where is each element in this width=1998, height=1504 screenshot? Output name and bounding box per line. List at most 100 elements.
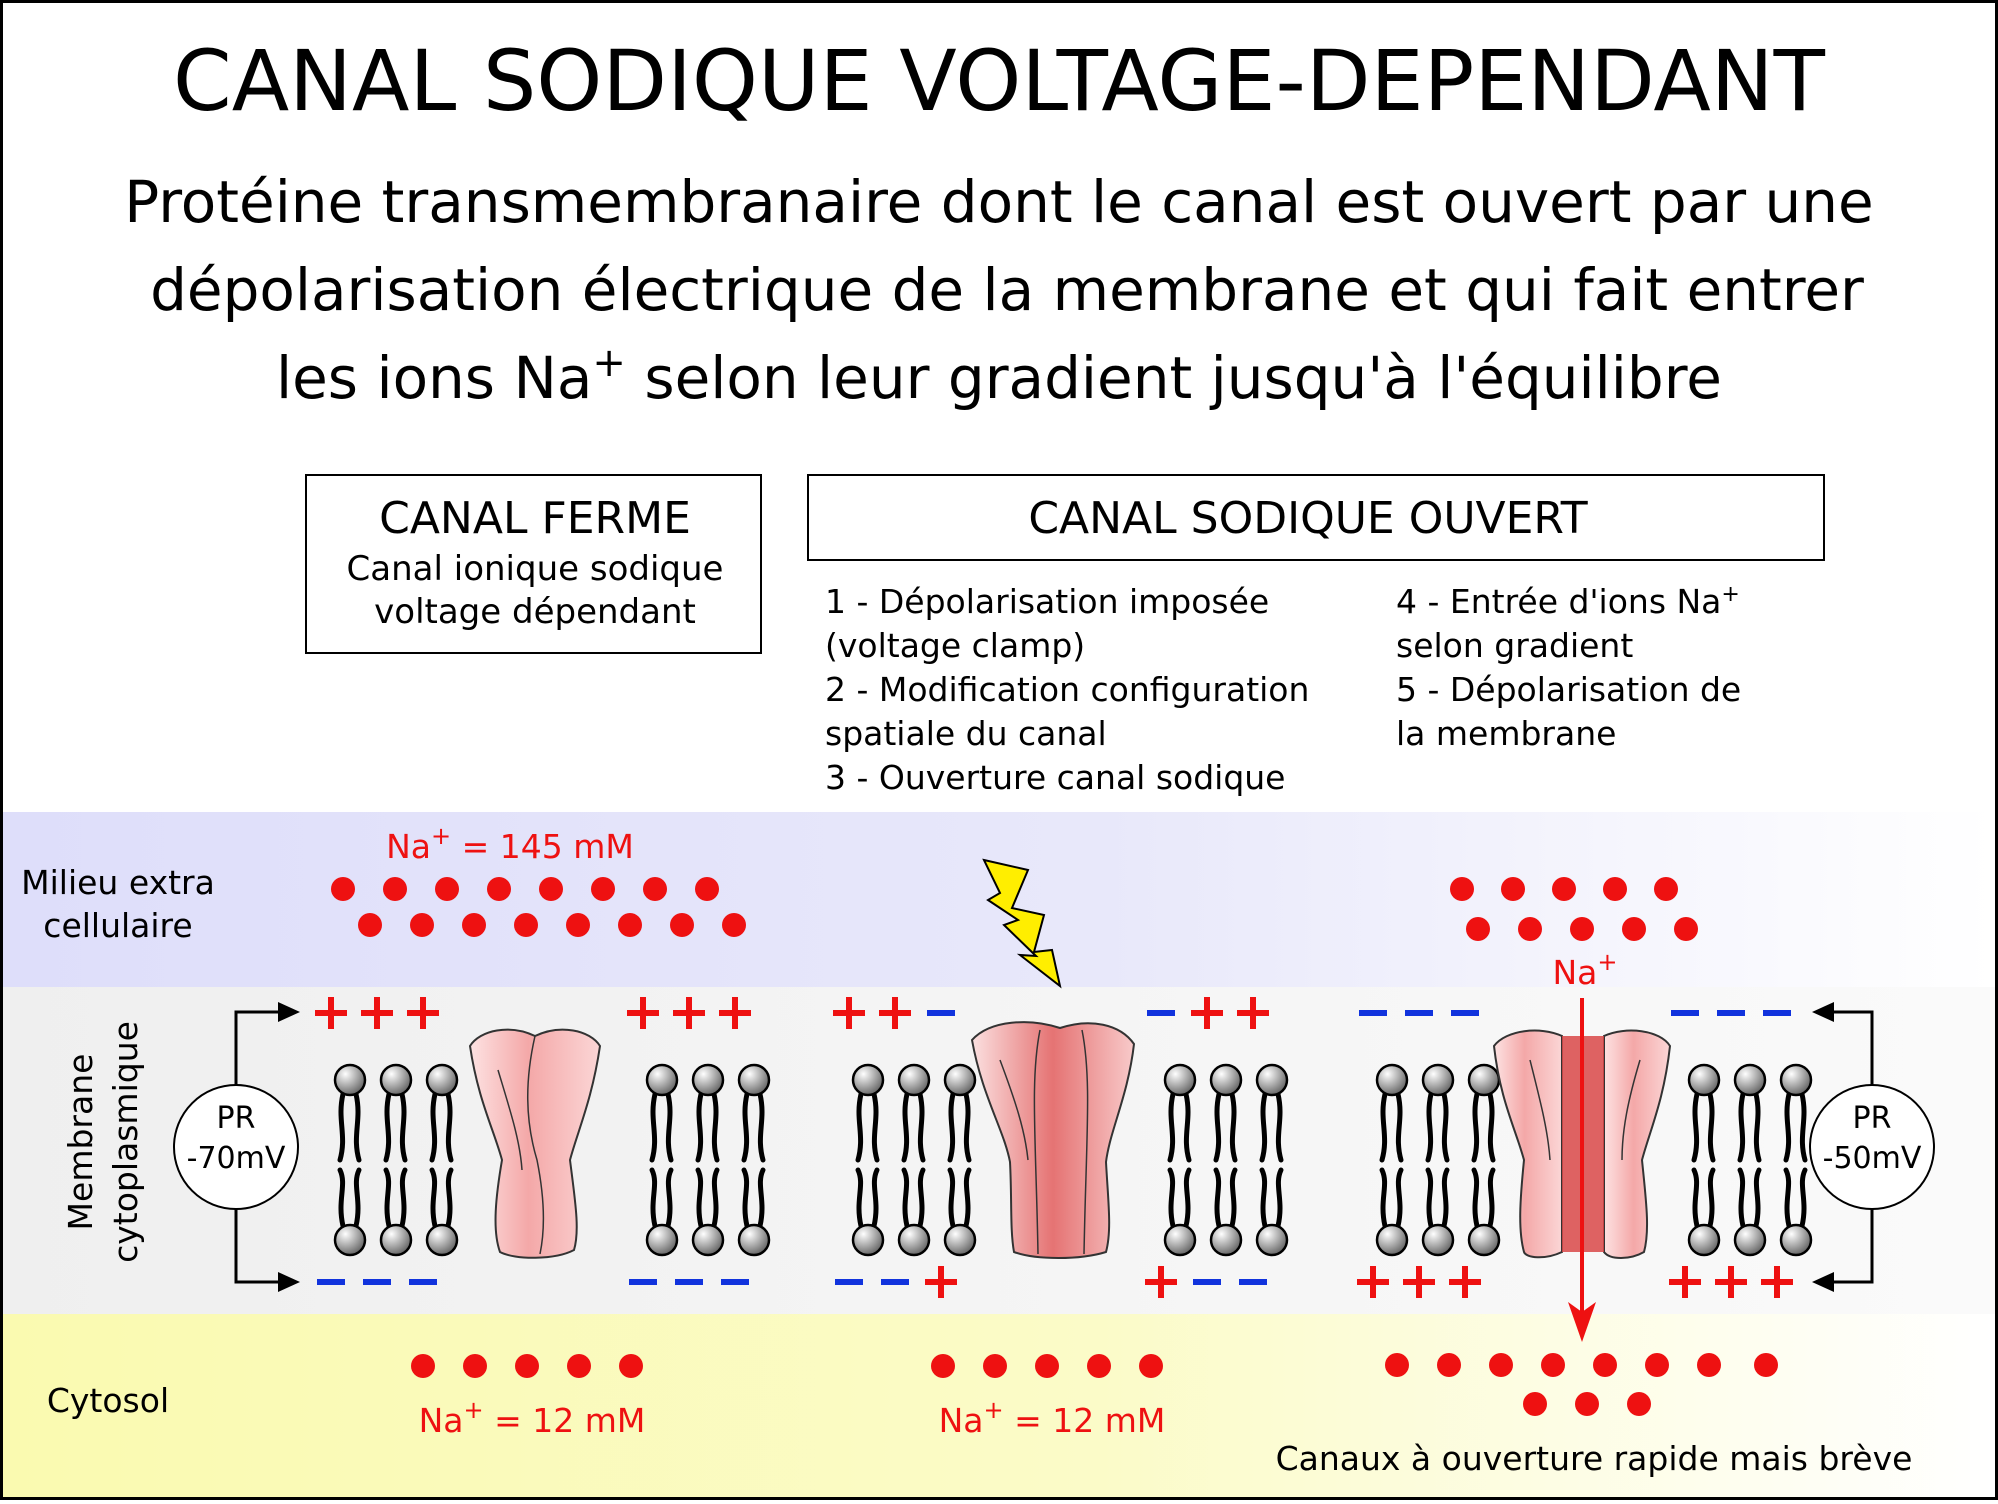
sodium-ion-dot	[1450, 877, 1474, 901]
sodium-ion-dot	[1523, 1392, 1547, 1416]
sodium-ion-dot	[670, 913, 694, 937]
ion-charge: +	[464, 1396, 484, 1424]
sodium-channel-open	[1492, 1029, 1672, 1259]
sodium-ion-dot	[1035, 1354, 1059, 1378]
sodium-ion-dot	[1139, 1354, 1163, 1378]
closed-channel-line-1: Canal ionique sodique	[347, 549, 724, 589]
positive-charge	[719, 997, 751, 1029]
ion-symbol: Na	[1552, 953, 1597, 992]
ion-charge: +	[431, 822, 451, 850]
sodium-ions	[331, 877, 1778, 1416]
cytosol-concentration-value-1: = 12 mM	[484, 1401, 646, 1440]
positive-charge	[1403, 1266, 1435, 1298]
potential-label-right: PR	[1853, 1101, 1892, 1136]
sodium-ion-dot	[1593, 1353, 1617, 1377]
sodium-ion-dot	[1754, 1353, 1778, 1377]
extracellular-label-1: Milieu extra	[21, 863, 215, 902]
cytosol-label: Cytosol	[47, 1381, 169, 1420]
positive-charge	[1715, 1266, 1747, 1298]
sodium-ion-dot	[435, 877, 459, 901]
step-5b: la membrane	[1396, 714, 1616, 753]
sodium-ion-dot	[462, 913, 486, 937]
sodium-ion-dot	[1466, 917, 1490, 941]
open-channel-box	[807, 474, 1825, 561]
step-1b: (voltage clamp)	[825, 626, 1085, 665]
ion-charge: +	[984, 1396, 1004, 1424]
subtitle-line-1: Protéine transmembranaire dont le canal …	[124, 168, 1874, 236]
positive-charge	[1357, 1266, 1389, 1298]
resting-potential-right: PR -50mV	[1809, 1002, 1935, 1292]
potential-circle-right	[1809, 1084, 1935, 1210]
positive-charge	[1669, 1266, 1701, 1298]
positive-charge	[1191, 997, 1223, 1029]
sodium-ion-dot	[591, 877, 615, 901]
positive-charge	[1145, 1266, 1177, 1298]
sodium-ion-dot	[618, 913, 642, 937]
subtitle-line-3-start: les ions Na	[276, 344, 592, 412]
sodium-ion-dot	[514, 913, 538, 937]
membrane-label-2: cytoplasmique	[106, 1021, 145, 1263]
steps-left: 1 - Dépolarisation imposée (voltage clam…	[825, 582, 1309, 797]
step-4a: 4 - Entrée d'ions Na+	[1396, 582, 1740, 621]
sodium-ion-dot	[1570, 917, 1594, 941]
sodium-ion-dot	[1087, 1354, 1111, 1378]
steps-right: 4 - Entrée d'ions Na+ selon gradient 5 -…	[1396, 582, 1741, 753]
step-2b: spatiale du canal	[825, 714, 1107, 753]
sodium-ion-dot	[1437, 1353, 1461, 1377]
sodium-ion-dot	[1603, 877, 1627, 901]
arrow-left-icon	[1812, 1272, 1834, 1292]
potential-value-left: -70mV	[187, 1141, 286, 1176]
ion-symbol: Na	[939, 1401, 984, 1440]
sodium-ion-dot	[515, 1354, 539, 1378]
positive-charge	[361, 997, 393, 1029]
page-title: CANAL SODIQUE VOLTAGE-DEPENDANT	[173, 32, 1826, 130]
closed-channel-title: CANAL FERME	[379, 493, 691, 544]
sodium-ion-dot	[411, 1354, 435, 1378]
sodium-ion-dot	[1674, 917, 1698, 941]
resting-potential-left: PR -70mV	[173, 1002, 300, 1292]
positive-charge	[833, 997, 865, 1029]
membrane-charges	[315, 997, 1793, 1298]
potential-label-left: PR	[217, 1101, 256, 1136]
sodium-ion-dot	[1552, 877, 1576, 901]
ion-symbol: Na	[386, 827, 431, 866]
sodium-channel-closed	[468, 1028, 602, 1259]
arrow-right-icon	[278, 1002, 300, 1022]
step-3: 3 - Ouverture canal sodique	[825, 758, 1286, 797]
sodium-influx-arrowhead	[1568, 1302, 1596, 1342]
step-4b: selon gradient	[1396, 626, 1633, 665]
cytosol-concentration-value-2: = 12 mM	[1004, 1401, 1166, 1440]
positive-charge	[627, 997, 659, 1029]
open-channel-title: CANAL SODIQUE OUVERT	[1028, 493, 1587, 544]
sodium-ion-dot	[566, 913, 590, 937]
step-1a: 1 - Dépolarisation imposée	[825, 582, 1269, 621]
sodium-ion-dot	[1385, 1353, 1409, 1377]
cytosol-zone	[3, 1314, 1995, 1497]
sodium-channel-opening	[970, 1021, 1136, 1259]
extracellular-concentration-value: = 145 mM	[451, 827, 634, 866]
sodium-ion-dot	[695, 877, 719, 901]
sodium-ion-dot	[1501, 877, 1525, 901]
positive-charge	[1449, 1266, 1481, 1298]
sodium-ion-dot	[643, 877, 667, 901]
sodium-ion-dot	[463, 1354, 487, 1378]
positive-charge	[1237, 997, 1269, 1029]
sodium-ion-dot	[619, 1354, 643, 1378]
subtitle-line-3-end: selon leur gradient jusqu'à l'équilibre	[626, 344, 1722, 412]
sodium-ion-dot	[1575, 1392, 1599, 1416]
cytosol-concentration-2: Na+ = 12 mM	[939, 1396, 1166, 1440]
extracellular-label-2: cellulaire	[43, 906, 192, 945]
sodium-flux-label: Na+	[1552, 948, 1617, 992]
ion-symbol: Na	[419, 1401, 464, 1440]
arrow-right-icon	[278, 1272, 300, 1292]
sodium-ion-dot	[1541, 1353, 1565, 1377]
ion-charge: +	[1597, 948, 1617, 976]
sodium-ion-dot	[410, 913, 434, 937]
membrane-label-1: Membrane	[61, 1054, 100, 1231]
sodium-ion-dot	[1654, 877, 1678, 901]
positive-charge	[925, 1266, 957, 1298]
cytosol-concentration-1: Na+ = 12 mM	[419, 1396, 646, 1440]
